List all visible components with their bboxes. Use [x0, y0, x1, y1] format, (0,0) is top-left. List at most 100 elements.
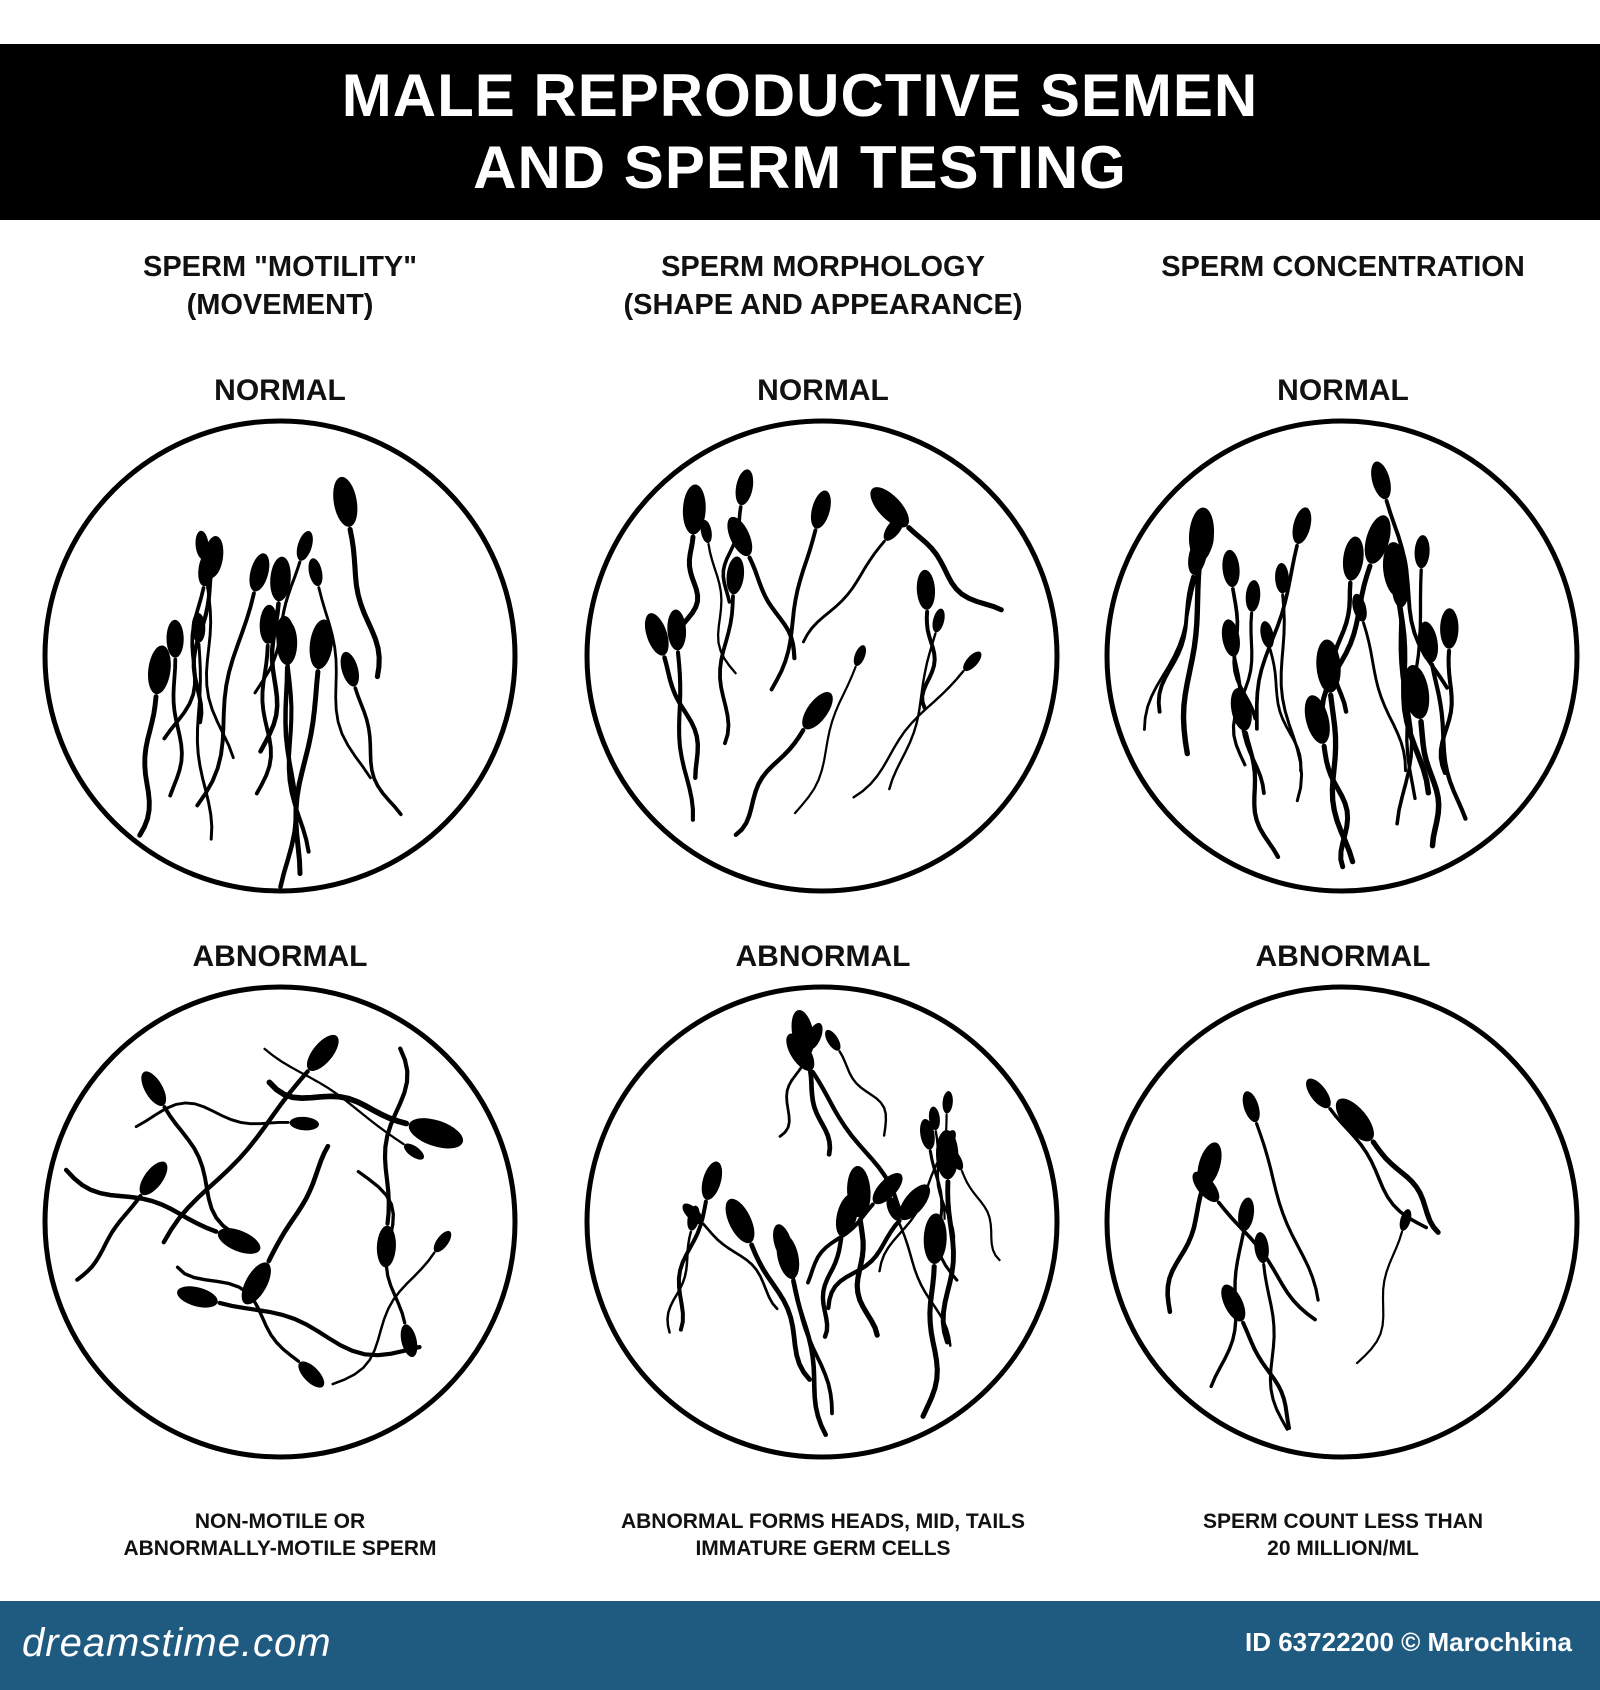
sperm-tail	[1241, 1320, 1291, 1430]
circle-concentration-abnormal	[1104, 984, 1580, 1460]
column-title-morphology: SPERM MORPHOLOGY (SHAPE AND APPEARANCE)	[623, 251, 1023, 321]
sperm-head	[177, 1286, 218, 1308]
sperm-head	[727, 516, 753, 557]
sperm-head	[1440, 608, 1459, 649]
sperm-head	[408, 1118, 464, 1149]
sperm-head	[682, 1203, 704, 1225]
sperm-head	[1192, 1171, 1220, 1203]
sperm-tail	[810, 1069, 904, 1219]
sperm-tail	[793, 665, 857, 815]
sperm-tail	[854, 1217, 880, 1338]
sperm-head	[886, 1196, 901, 1221]
sperm-tail	[721, 505, 743, 604]
sperm-tail	[675, 650, 695, 822]
title-line-2: AND SPERM TESTING	[473, 134, 1127, 201]
sperm-head	[1352, 593, 1367, 622]
sperm-head	[725, 1198, 755, 1244]
sperm-head	[872, 1172, 903, 1205]
sperm-tail	[293, 669, 321, 877]
sperm-head	[433, 1230, 452, 1253]
sperm-tail	[820, 1236, 844, 1339]
sperm-head	[932, 608, 945, 633]
sperm-tail	[1279, 593, 1304, 803]
sperm-head	[963, 651, 982, 672]
sperm-head	[1403, 664, 1430, 720]
sperm-tail	[317, 586, 372, 780]
sperm-head	[802, 692, 833, 730]
sperm-tail	[1396, 596, 1432, 796]
sperm-head	[920, 1118, 935, 1150]
sperm-head	[298, 1361, 325, 1388]
sperm-head	[1222, 549, 1240, 588]
sperm-head	[270, 556, 291, 602]
sperm-tail	[786, 1260, 834, 1416]
sperm-head	[141, 1071, 167, 1107]
sperm-tail	[920, 1263, 940, 1419]
column-title-motility: SPERM "MOTILITY" (MOVEMENT)	[143, 251, 417, 321]
sperm-head	[847, 1166, 871, 1218]
sperm-tail	[928, 1149, 959, 1282]
sperm-tail	[769, 528, 818, 692]
title-line-1: MALE REPRODUCTIVE SEMEN	[341, 62, 1259, 129]
sperm-tail	[168, 657, 184, 798]
sperm-tail	[707, 542, 737, 675]
sperm-tail	[1384, 498, 1450, 690]
caption-morphology: ABNORMAL FORMS HEADS, MID, TAILS IMMATUR…	[620, 1510, 1026, 1560]
sperm-tail	[1395, 607, 1414, 826]
sperm-head	[249, 553, 270, 592]
sperm-tail	[175, 1265, 301, 1363]
footer-brand: dreamstime.com	[22, 1621, 332, 1665]
sperm-head	[825, 1029, 841, 1051]
sperm-head	[1221, 619, 1240, 657]
sperm-tail	[906, 525, 1004, 613]
sperm-tail	[382, 1046, 410, 1226]
sperm-tail	[662, 655, 701, 780]
sperm-head	[1335, 1098, 1374, 1142]
circle-motility-abnormal	[42, 984, 518, 1460]
sperm-head	[949, 1149, 964, 1171]
sperm-head	[898, 1184, 931, 1221]
footer-bar: dreamstime.com ID 63722200 © Marochkina	[0, 1601, 1600, 1690]
normal-label-morphology: NORMAL	[757, 374, 889, 407]
sperm-tail	[347, 526, 382, 680]
sperm-tail	[960, 1169, 1001, 1262]
sperm-tail	[1262, 1263, 1289, 1431]
sperm-tail	[1356, 1230, 1404, 1365]
sperm-head	[853, 645, 867, 667]
sperm-tail	[676, 534, 701, 633]
sperm-tail	[1321, 743, 1351, 870]
sperm-tail	[266, 1143, 331, 1264]
sperm-head	[1342, 536, 1364, 581]
sperm-tail	[1319, 563, 1373, 722]
sperm-tail	[940, 1179, 956, 1345]
sperm-head	[870, 487, 910, 528]
sperm-tail	[258, 601, 281, 754]
sperm-head	[682, 484, 706, 535]
sperm-tail	[63, 1167, 219, 1234]
sperm-head	[1238, 1197, 1255, 1232]
abnormal-label-morphology: ABNORMAL	[735, 940, 911, 973]
sperm-tail	[1362, 621, 1407, 773]
sperm-tail	[134, 1101, 290, 1129]
sperm-head	[296, 531, 313, 561]
sperm-tail	[1180, 561, 1202, 757]
footer-credit: ID 63722200 © Marochkina	[1245, 1627, 1572, 1657]
abnormal-label-motility: ABNORMAL	[192, 940, 368, 973]
sperm-tail	[1254, 543, 1299, 731]
sperm-tail	[353, 686, 403, 817]
sperm-head	[923, 1213, 947, 1264]
sperm-head	[735, 469, 754, 506]
sperm-head	[1364, 515, 1391, 564]
normal-label-motility: NORMAL	[214, 374, 346, 407]
sperm-head	[147, 645, 171, 695]
abnormal-label-concentration: ABNORMAL	[1255, 940, 1431, 973]
caption-motility: NON-MOTILE OR ABNORMALLY-MOTILE SPERM	[123, 1510, 437, 1560]
sperm-tail	[702, 1222, 779, 1311]
sperm-tail	[1255, 1122, 1320, 1302]
sperm-tail	[838, 1050, 888, 1137]
sperm-head	[166, 619, 184, 658]
sperm-head	[1292, 507, 1312, 544]
sperm-head	[1275, 563, 1289, 594]
sperm-tail	[1232, 656, 1266, 795]
normal-label-concentration: NORMAL	[1277, 374, 1409, 407]
